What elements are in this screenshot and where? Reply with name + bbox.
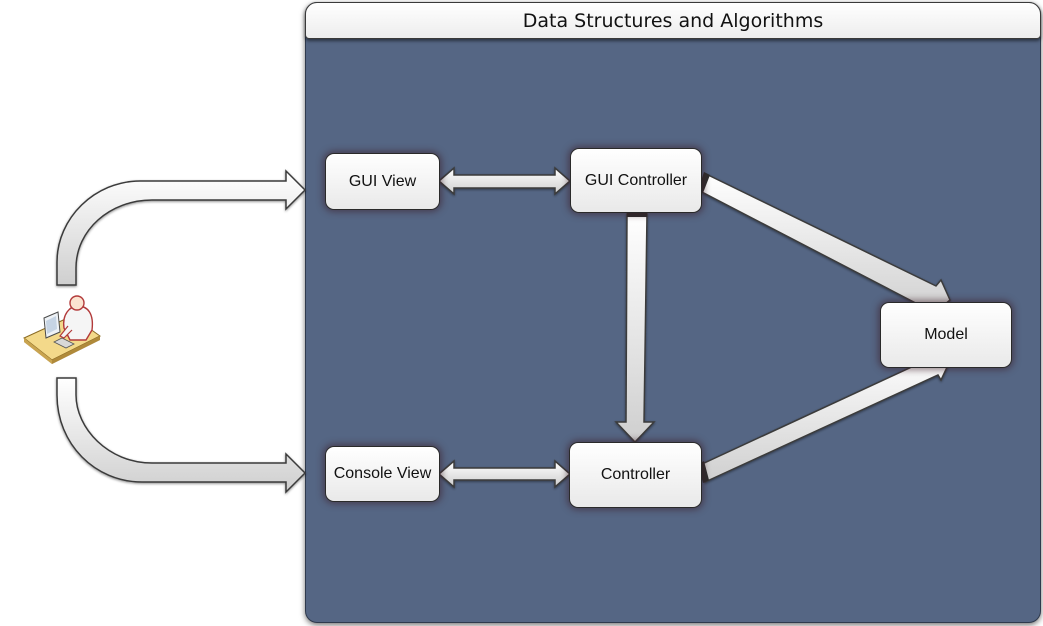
controller-label: Controller xyxy=(600,466,671,483)
panel-title: Data Structures and Algorithms xyxy=(305,2,1041,39)
gui-controller-label: GUI Controller xyxy=(584,171,688,189)
model-label: Model xyxy=(924,326,968,343)
console-view-label: Console View xyxy=(333,465,432,482)
console-view-controller-arrow xyxy=(437,459,572,489)
controller-to-model-arrow xyxy=(699,350,952,484)
gui-view-box: GUI View xyxy=(325,153,440,210)
connector-cap xyxy=(627,212,647,217)
user-to-console-view-arrow xyxy=(56,377,307,494)
controller-box: Controller xyxy=(569,442,702,508)
gui-view-gui-controller-arrow xyxy=(437,166,572,196)
user-to-gui-view-arrow xyxy=(56,169,307,286)
console-view-box: Console View xyxy=(325,446,440,502)
gui-view-label: GUI View xyxy=(348,172,417,190)
gui-controller-box: GUI Controller xyxy=(570,148,702,213)
gui-controller-to-model-arrow xyxy=(699,172,951,318)
gui-controller-to-controller-arrow xyxy=(614,213,656,444)
model-box: Model xyxy=(880,302,1012,368)
